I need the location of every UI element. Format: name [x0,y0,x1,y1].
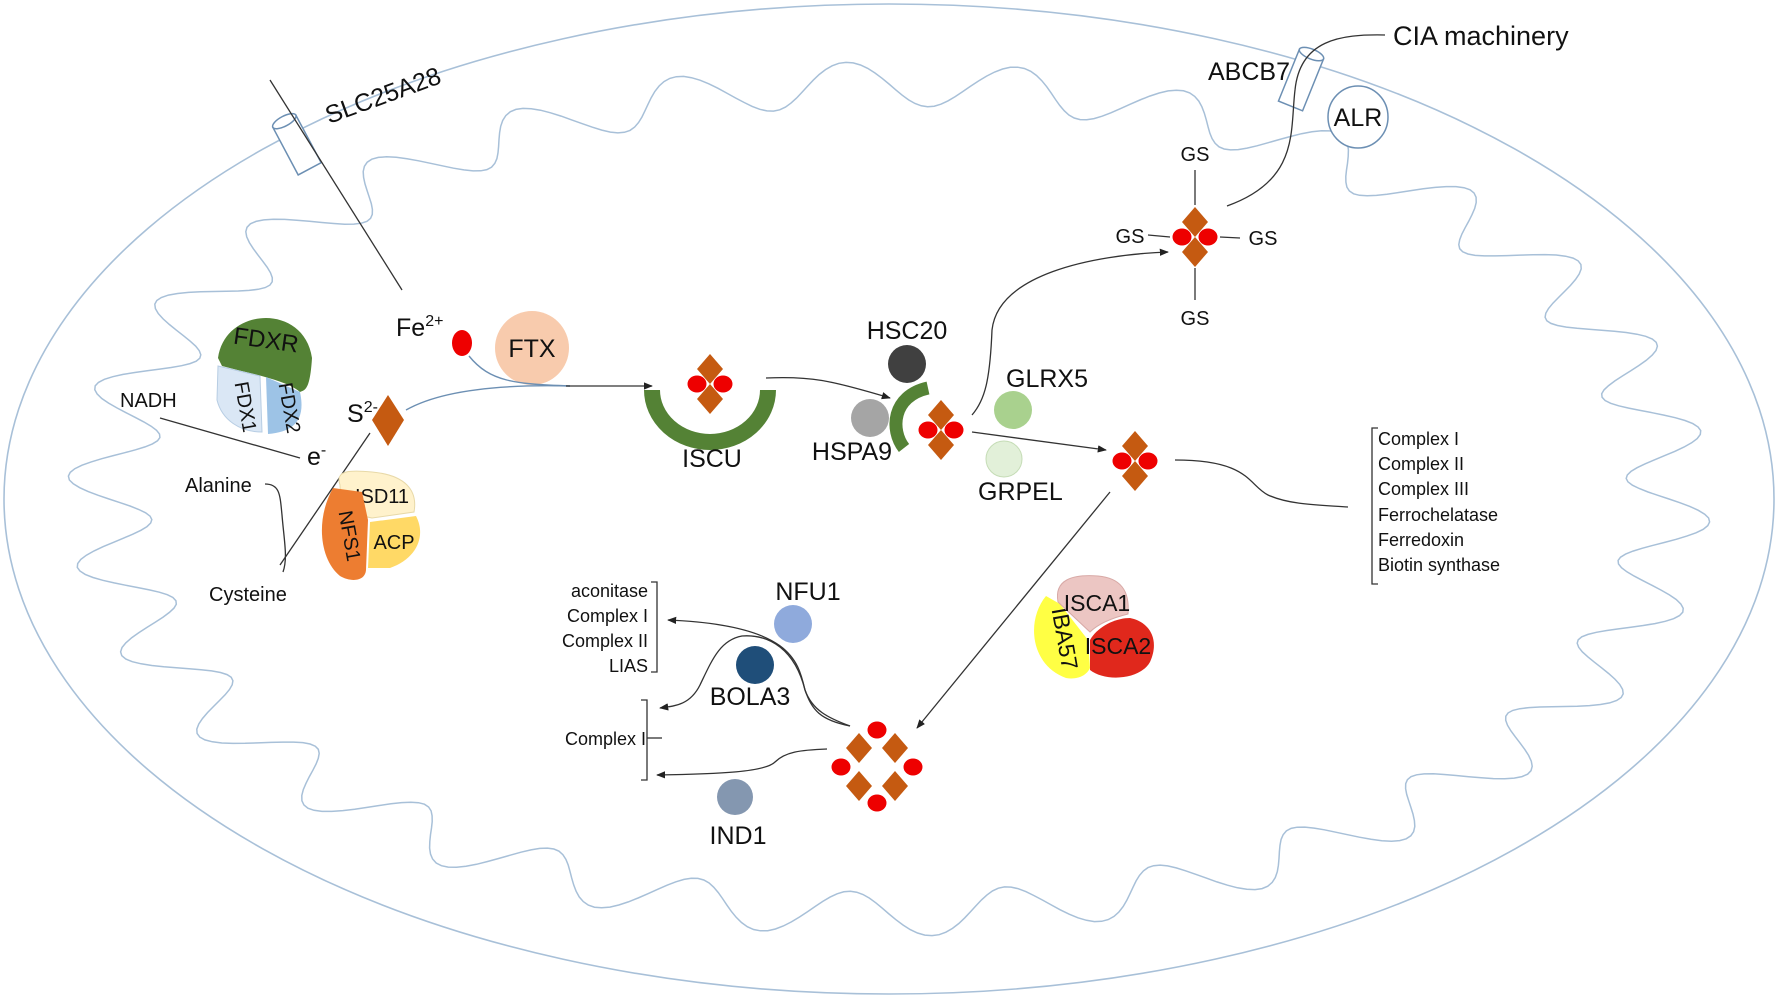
glrx5-label: GLRX5 [1006,365,1088,393]
4fe4s-cluster [831,721,923,812]
gs-left-bond [1147,234,1171,238]
bola3-label: BOLA3 [710,683,791,711]
glutathione-bound-cluster [1173,207,1218,267]
alanine-label: Alanine [185,475,252,497]
target-2fe2s-item: Complex III [1378,479,1469,499]
hsc20-label: HSC20 [867,317,948,345]
isca1-label: ISCA1 [1064,590,1130,616]
targets-nfu1-list: aconitase Complex I Complex II LIAS [562,581,648,676]
targets-nfu1-bracket [651,581,658,673]
iscu-scaffold [644,389,776,450]
targets-ind1-bracket [641,699,648,781]
inner-membrane-cristae [67,61,1711,937]
abcb7-label: ABCB7 [1208,58,1290,86]
isca2-protein: ISCA2 [1085,618,1154,678]
gs-top-label: GS [1181,144,1210,166]
grpel-label: GRPEL [978,478,1063,506]
nfu1-label: NFU1 [775,578,840,606]
ftx-label: FTX [508,335,556,363]
target-2fe2s-item: Complex I [1378,429,1459,449]
nfu1-protein: NFU1 [774,578,841,643]
glrx5-protein: GLRX5 [994,365,1088,429]
target-2fe2s-item: Ferrochelatase [1378,505,1498,525]
target-2fe2s-item: Ferredoxin [1378,530,1464,550]
gs-right-bond [1219,236,1241,239]
target-nfu1-item: Complex I [567,606,648,626]
iscu-bound-cluster [688,354,733,414]
grpel-protein: GRPEL [978,440,1063,506]
hsc20-protein: HSC20 [867,317,948,383]
fdx1-protein: FDX1 [216,365,263,434]
iron-import-line [269,79,403,291]
target-nfu1-item: Complex II [562,631,648,651]
isca1-protein: ISCA1 [1056,575,1130,633]
iscu-to-chaperone-arrow [765,376,891,400]
alr-protein: ALR [1327,85,1389,149]
isd11-label: ISD11 [355,486,409,508]
iscu-chaperone-scaffold [889,381,930,452]
targets-2fe2s-bracket [1371,427,1378,585]
gs-left-label: GS [1116,226,1145,248]
cysteine-label: Cysteine [209,584,287,606]
bola3-protein: BOLA3 [710,646,791,711]
isca2-label: ISCA2 [1085,633,1151,659]
cysteine-to-alanine-line [264,483,287,573]
target-2fe2s-item: Biotin synthase [1378,555,1500,575]
hspa9-protein: HSPA9 [812,399,892,466]
target-2fe2s-item: Complex II [1378,454,1464,474]
target-nfu1-item: LIAS [609,656,648,676]
cysteine-to-sulfide-line [279,432,371,566]
to-released-cluster-arrow [971,431,1107,453]
cia-machinery-label: CIA machinery [1393,21,1569,51]
s-to-iscu-line [405,385,571,411]
acp-label: ACP [373,532,414,554]
to-nfu1-targets-arrow [667,616,851,727]
acp-protein: ACP [368,516,421,568]
free-sulfide [372,395,404,446]
target-ind1-item: Complex I [565,729,646,749]
ind1-label: IND1 [710,822,767,850]
target-nfu1-item: aconitase [571,581,648,601]
fdxr-protein: FDXR [218,318,312,392]
alr-label: ALR [1334,104,1383,132]
released-2fe2s-cluster [1113,431,1158,491]
nadh-label: NADH [120,390,177,412]
outer-membrane [3,3,1775,995]
to-bola3-targets-arrow [659,635,851,727]
nfs1-protein: NFS1 [321,488,368,580]
gs-bottom-label: GS [1181,308,1210,330]
to-ind1-targets-arrow [656,748,828,779]
nadh-line [159,417,301,459]
fe2plus-label: Fe2+ [396,313,443,342]
free-iron [452,330,472,356]
to-glutathione-cluster-arrow [971,248,1169,416]
ftx-protein: FTX [495,311,569,385]
iscu-label: ISCU [682,445,742,473]
slc25a28-transporter: SLC25A28 [271,62,445,176]
targets-2fe2s-list: Complex I Complex II Complex III Ferroch… [1378,429,1500,575]
gs-right-label: GS [1249,228,1278,250]
sulfide-label: S2- [347,399,378,428]
electron-label: e- [307,442,326,471]
export-to-cia-line [1226,34,1386,207]
ind1-protein: IND1 [710,779,767,850]
to-4fe4s-cluster-arrow [916,491,1111,729]
slc25a28-label: SLC25A28 [321,62,444,130]
chaperone-bound-cluster [919,400,964,460]
abcb7-transporter: ABCB7 [1208,46,1325,112]
to-2fe2s-targets-line [1174,459,1349,508]
hspa9-label: HSPA9 [812,438,892,466]
